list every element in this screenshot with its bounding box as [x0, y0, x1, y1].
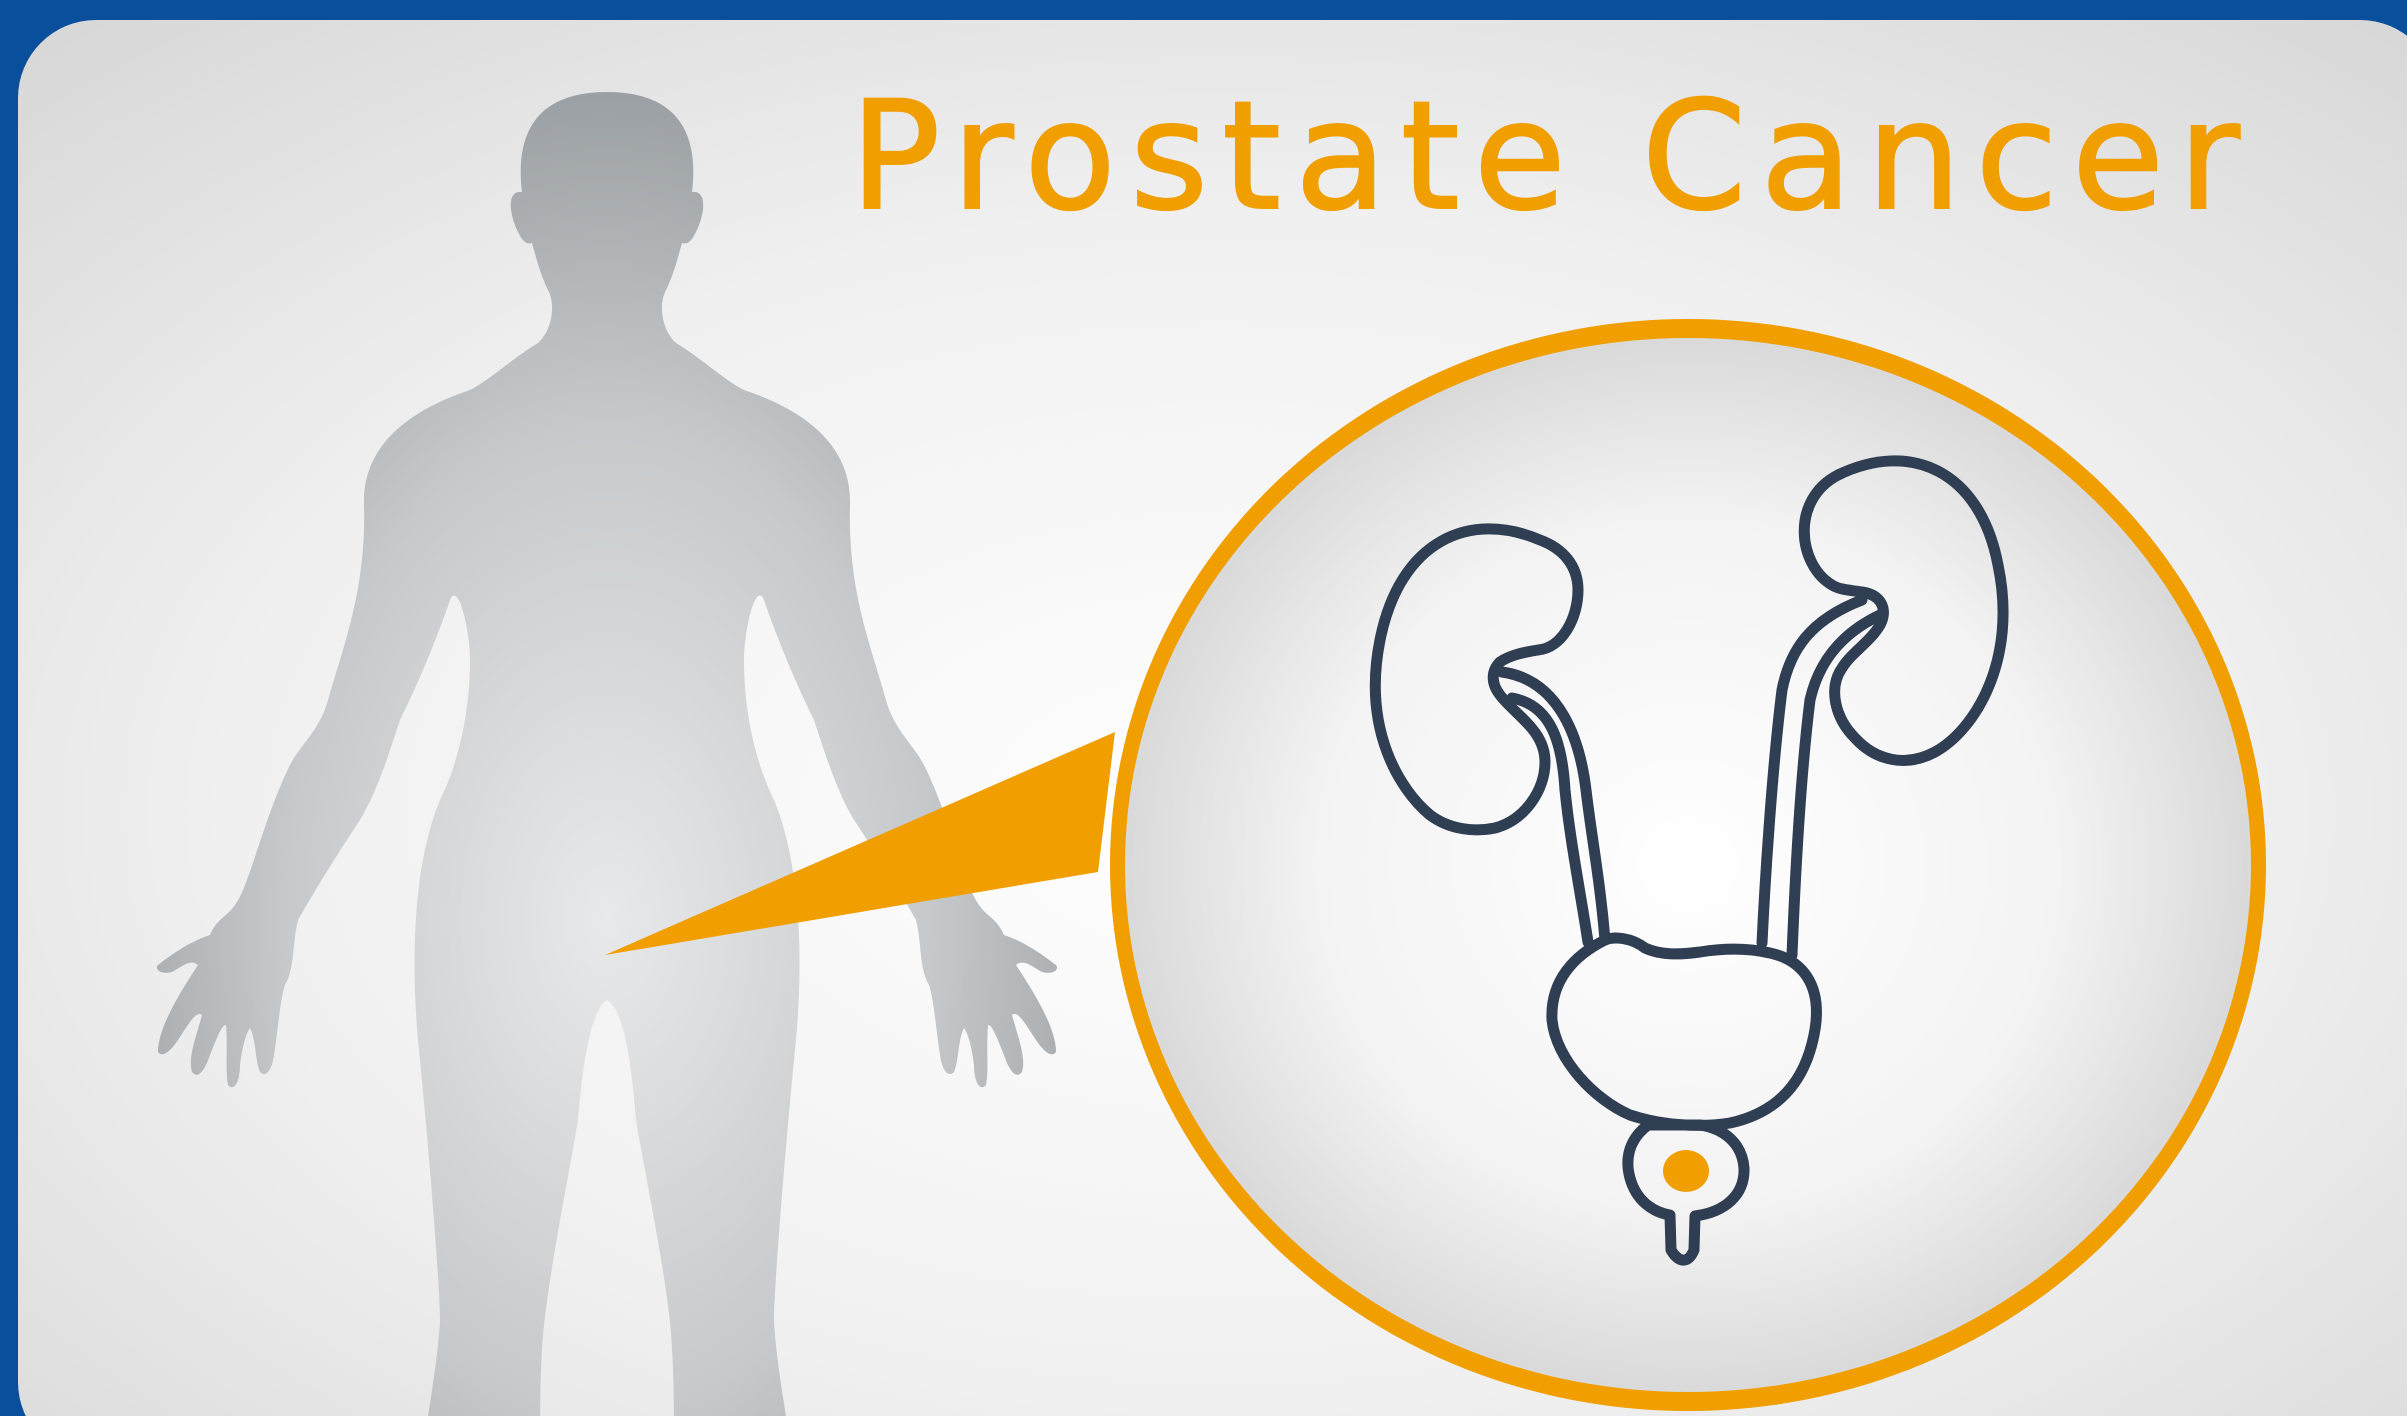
magnified-view [1125, 338, 2251, 1392]
prostate-tumor-icon [1663, 1150, 1709, 1192]
page-title: Prostate Cancer [850, 72, 2250, 242]
